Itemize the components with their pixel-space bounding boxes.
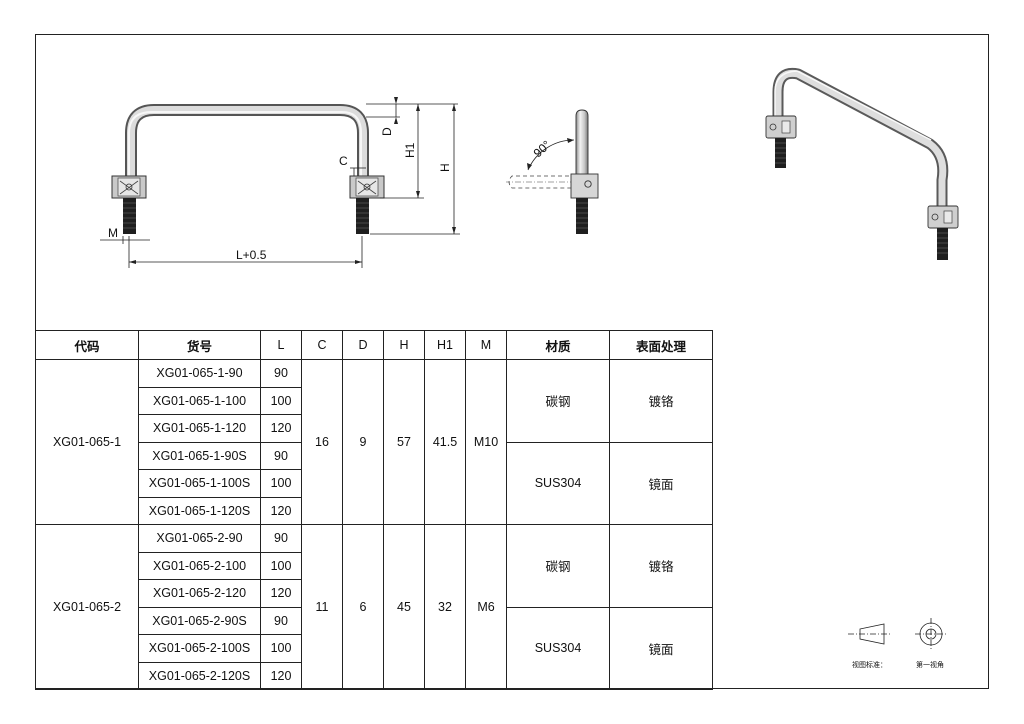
finish-value: 镜面 xyxy=(609,441,713,525)
length-value: 120 xyxy=(260,661,302,690)
length-value: 100 xyxy=(260,634,302,663)
length-value: 120 xyxy=(260,414,302,443)
material-value: SUS304 xyxy=(506,606,610,690)
finish-value: 镜面 xyxy=(609,606,713,690)
h1-value: 41.5 xyxy=(424,359,466,525)
header-d: D xyxy=(342,330,384,360)
c-value: 16 xyxy=(301,359,343,525)
front-view: M L+0.5 C D H1 H xyxy=(100,97,460,268)
h1-value: 32 xyxy=(424,524,466,690)
dim-length-label: L+0.5 xyxy=(236,248,267,262)
header-code: 代码 xyxy=(35,330,139,360)
dimension-lines xyxy=(100,103,460,268)
table-row: XG01-065-2 XG01-065-2-90 90 11 6 45 32 M… xyxy=(35,524,713,690)
table-header-row: 代码 货号 L C D H H1 M 材质 表面处理 xyxy=(35,330,713,360)
part-number: XG01-065-2-90 xyxy=(138,524,261,553)
table-row: XG01-065-1 XG01-065-1-90 90 16 9 57 41.5… xyxy=(35,359,713,525)
h-value: 45 xyxy=(383,524,425,690)
dim-d-label: D xyxy=(380,127,394,136)
h-value: 57 xyxy=(383,359,425,525)
dim-h1-label: H1 xyxy=(403,142,417,158)
header-material: 材质 xyxy=(506,330,610,360)
d-value: 6 xyxy=(342,524,384,690)
part-number: XG01-065-2-120 xyxy=(138,579,261,608)
header-h: H xyxy=(383,330,425,360)
side-view: 90° xyxy=(506,109,599,234)
part-number: XG01-065-2-120S xyxy=(138,661,261,690)
thread-value: M10 xyxy=(465,359,507,525)
length-value: 90 xyxy=(260,441,302,470)
dim-m-label: M xyxy=(108,226,118,240)
table-row: XG01-065-1-90S 90 SUS304 镜面 xyxy=(36,441,713,525)
group-code: XG01-065-1 xyxy=(35,359,139,525)
header-h1: H1 xyxy=(424,330,466,360)
part-number: XG01-065-1-120S xyxy=(138,496,261,525)
dimension-arrows xyxy=(129,97,456,264)
part-number: XG01-065-2-100 xyxy=(138,551,261,580)
header-m: M xyxy=(465,330,507,360)
handle-tube xyxy=(125,104,369,176)
c-value: 11 xyxy=(301,524,343,690)
length-value: 90 xyxy=(260,359,302,388)
isometric-view xyxy=(765,67,959,260)
part-number: XG01-065-1-90S xyxy=(138,441,261,470)
table-row: XG01-065-2-120 120 xyxy=(36,579,713,608)
length-value: 90 xyxy=(260,524,302,553)
first-angle-label: 第一视角 xyxy=(916,660,944,669)
table-row: XG01-065-1-120S 120 xyxy=(36,496,713,525)
spec-table: 代码 货号 L C D H H1 M 材质 表面处理 XG01-065-1 XG… xyxy=(35,330,713,690)
first-angle-symbol xyxy=(915,618,947,650)
length-value: 100 xyxy=(260,551,302,580)
material-value: 碳钢 xyxy=(506,524,610,608)
length-value: 90 xyxy=(260,606,302,635)
length-value: 100 xyxy=(260,386,302,415)
left-mount-block xyxy=(111,175,147,234)
table-row: XG01-065-2-120S 120 xyxy=(36,661,713,690)
length-value: 100 xyxy=(260,469,302,498)
material-value: 碳钢 xyxy=(506,359,610,443)
projection-legend: 视图标准： 第一视角 xyxy=(848,618,947,669)
view-standard-symbol xyxy=(848,623,892,645)
dim-h-label: H xyxy=(438,163,452,172)
material-value: SUS304 xyxy=(506,441,610,525)
table-row: XG01-065-2-100S 100 xyxy=(36,634,713,663)
thread-value: M6 xyxy=(465,524,507,690)
d-value: 9 xyxy=(342,359,384,525)
group-code: XG01-065-2 xyxy=(35,524,139,690)
finish-value: 镀铬 xyxy=(609,524,713,608)
part-number: XG01-065-1-120 xyxy=(138,414,261,443)
view-standard-label: 视图标准： xyxy=(852,660,887,669)
part-number: XG01-065-1-90 xyxy=(138,359,261,388)
length-value: 120 xyxy=(260,579,302,608)
header-finish: 表面处理 xyxy=(609,330,713,360)
finish-value: 镀铬 xyxy=(609,359,713,443)
part-number: XG01-065-1-100 xyxy=(138,386,261,415)
right-mount-block xyxy=(349,175,385,234)
angle-label: 90° xyxy=(531,138,554,161)
length-value: 120 xyxy=(260,496,302,525)
part-number: XG01-065-1-100S xyxy=(138,469,261,498)
table-row: XG01-065-1-100S 100 xyxy=(36,469,713,498)
dim-c-label: C xyxy=(339,154,348,168)
header-l: L xyxy=(260,330,302,360)
part-number: XG01-065-2-90S xyxy=(138,606,261,635)
table-row: XG01-065-2-100 100 xyxy=(36,551,713,580)
header-c: C xyxy=(301,330,343,360)
table-row: XG01-065-1-120 120 xyxy=(36,414,713,443)
header-part-no: 货号 xyxy=(138,330,261,360)
part-number: XG01-065-2-100S xyxy=(138,634,261,663)
